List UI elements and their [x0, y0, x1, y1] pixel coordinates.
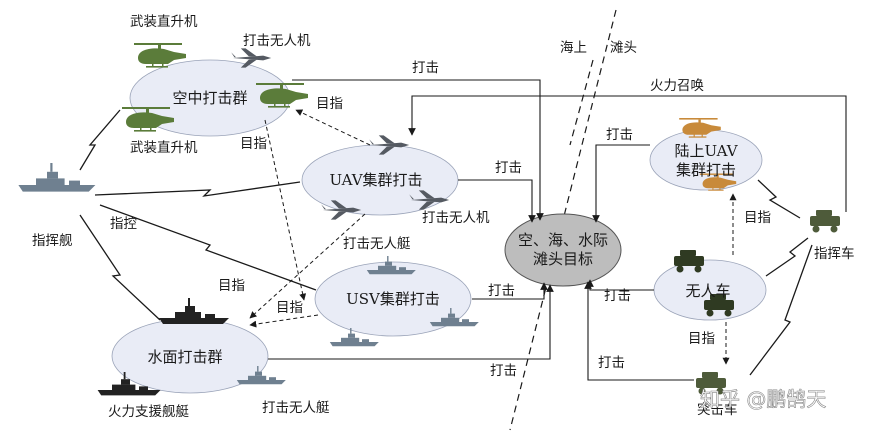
uav-strike-arrow — [458, 179, 536, 223]
control-label: 指控 — [110, 216, 137, 232]
fire-call-label: 火力召唤 — [650, 78, 704, 94]
surface-strike-group-label: 水面打击群 — [147, 348, 222, 366]
armed-helicopter-label: 武装直升机 — [130, 14, 198, 30]
target-designation-label: 目指 — [218, 278, 245, 294]
air-strike-arrow — [292, 79, 544, 221]
strike-label: 打击 — [490, 362, 517, 379]
strike-drone-label: 打击无人机 — [243, 32, 311, 49]
assault-strike-arrow — [584, 281, 694, 381]
strike-usv-label: 打击无人艇 — [343, 235, 411, 252]
link-flagship-usv — [99, 204, 317, 291]
unmanned-vehicle-label: 无人车 — [685, 282, 730, 300]
command-vehicle-label: 指挥车 — [814, 245, 855, 262]
target-designation-label: 目指 — [744, 210, 771, 226]
coastline-divider-inner — [569, 59, 594, 146]
designate-air-to-usv — [264, 119, 307, 301]
sea-label: 海上 — [560, 40, 587, 56]
fire-support-label: 火力支援舰艇 — [108, 404, 189, 420]
target-node — [504, 213, 622, 287]
link-cmdvehicle-uav — [757, 179, 801, 219]
strike-usv-label: 打击无人艇 — [262, 399, 330, 416]
strike-label: 打击 — [604, 287, 631, 304]
target-label-line2: 滩头目标 — [533, 250, 593, 268]
air-strike-group-label: 空中打击群 — [172, 89, 247, 107]
watermark: 知乎 @鹏鹄天 — [700, 387, 826, 411]
target-label-line1: 空、海、水际 — [518, 231, 608, 249]
strike-label: 打击 — [606, 126, 633, 143]
warship-icon — [159, 298, 229, 324]
usv-swarm-node — [314, 261, 472, 337]
strike-label: 打击 — [412, 59, 439, 76]
target-designation-label: 目指 — [688, 331, 715, 347]
target-designation-label: 目指 — [240, 136, 267, 152]
link-cmdvehicle-vehicle — [765, 237, 809, 277]
link-flagship-air — [79, 109, 121, 171]
link-flagship-surface — [79, 214, 161, 321]
land-uav-label-line2: 集群打击 — [676, 161, 736, 179]
flagship-icon — [18, 163, 96, 192]
link-flagship-uav — [94, 181, 301, 197]
strike-label: 打击 — [488, 282, 515, 299]
designate-uav-to-air — [295, 109, 371, 146]
command-vehicle-icon — [810, 210, 840, 233]
usv-strike-arrow — [472, 282, 548, 300]
strike-label: 打击 — [598, 354, 625, 371]
designate-uav-to-surface — [249, 213, 366, 319]
land-uav-label-line1: 陆上UAV — [674, 142, 738, 160]
assault-vehicle-label: 突击车 — [697, 401, 738, 418]
armed-helicopter-label: 武装直升机 — [130, 140, 198, 156]
land-uav-strike-arrow — [592, 144, 650, 223]
link-cmdvehicle-assault — [749, 244, 813, 376]
designate-usv-to-surface — [249, 314, 319, 328]
beach-label: 滩头 — [610, 40, 637, 56]
strike-label: 打击 — [495, 159, 522, 176]
surface-strike-arrow — [268, 284, 554, 360]
fire-call-arrow — [408, 95, 847, 212]
target-designation-label: 目指 — [316, 96, 343, 112]
uav-swarm-label: UAV集群打击 — [329, 171, 422, 189]
flagship-label: 指挥舰 — [32, 233, 73, 249]
usv-swarm-label: USV集群打击 — [346, 290, 440, 308]
strike-drone-label: 打击无人机 — [422, 209, 490, 226]
target-designation-label: 目指 — [276, 300, 303, 316]
